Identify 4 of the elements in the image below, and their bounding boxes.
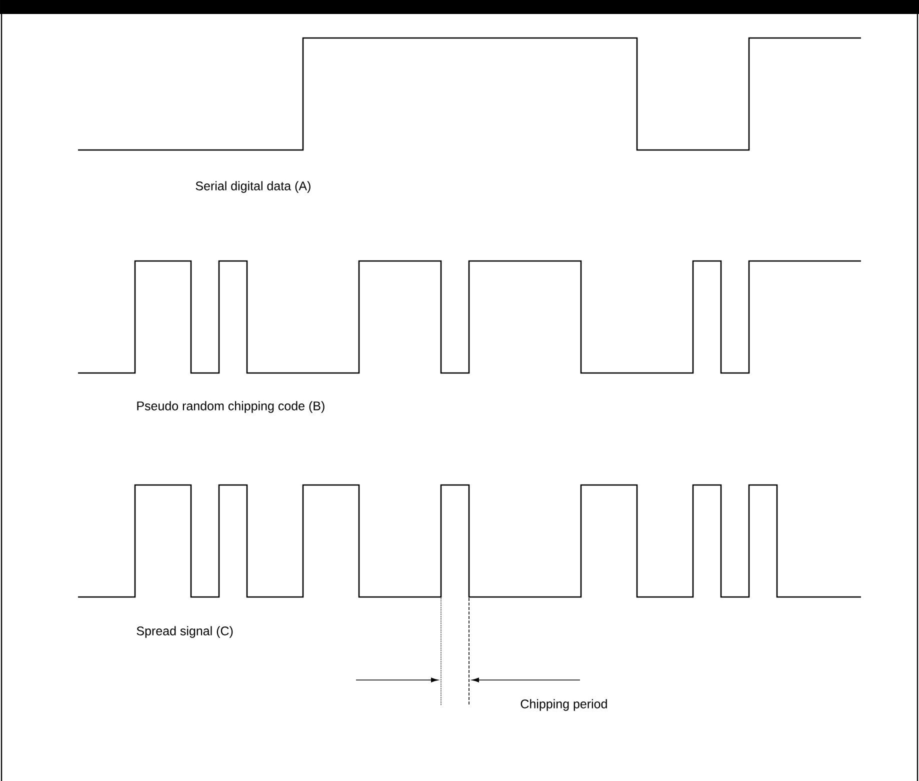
waveform-label: Spread signal (C) bbox=[136, 626, 233, 638]
waveform-label: Pseudo random chipping code (B) bbox=[137, 401, 324, 413]
waveform-label: Serial digital data (A) bbox=[196, 181, 310, 193]
waveform-label: Chipping period bbox=[520, 699, 607, 711]
